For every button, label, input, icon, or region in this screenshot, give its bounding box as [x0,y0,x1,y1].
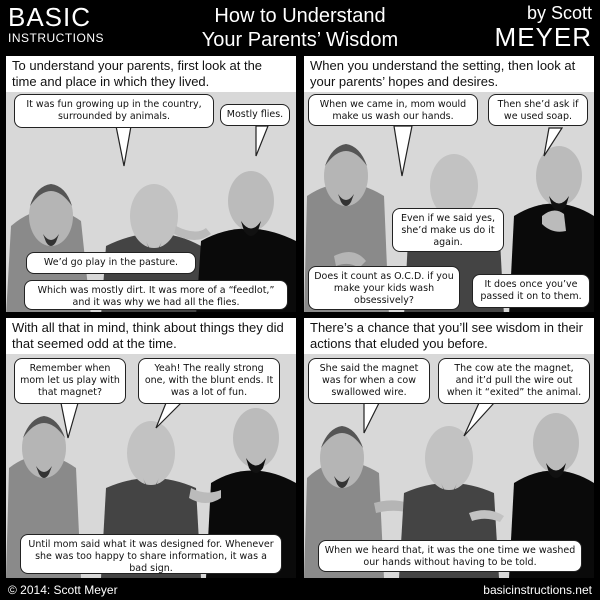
panel-1-bubble-4: Which was mostly dirt. It was more of a … [24,280,288,310]
byline-by: by Scott [526,3,592,23]
author-byline: by Scott MEYER [495,4,592,50]
panel-4-caption: There’s a chance that you’ll see wisdom … [304,318,594,354]
panel-2-bubble-4: Does it count as O.C.D. if you make your… [308,266,460,310]
byline-author: MEYER [494,22,592,52]
comic-panel-4: There’s a chance that you’ll see wisdom … [304,318,594,578]
panel-3-caption: With all that in mind, think about thing… [6,318,296,354]
panel-4-bubble-3: When we heard that, it was the one time … [318,540,582,572]
copyright-text: © 2014: Scott Meyer [8,583,118,597]
comic-panel-2: When you understand the setting, then lo… [304,56,594,312]
panel-3-bubble-2: Yeah! The really strong one, with the bl… [138,358,280,404]
panel-1-caption: To understand your parents, first look a… [6,56,296,92]
panel-2-bubble-1: When we came in, mom would make us wash … [308,94,478,126]
comic-panel-3: With all that in mind, think about thing… [6,318,296,578]
panel-4-illustration [304,402,594,578]
panel-2-bubble-5: It does once you’ve passed it on to them… [472,274,590,308]
panel-2-bubble-3: Even if we said yes, she’d make us do it… [392,208,504,252]
panel-3-bubble-3: Until mom said what it was designed for.… [20,534,282,574]
panel-1-bubble-1: It was fun growing up in the country, su… [14,94,214,128]
title-line-1: How to Understand [214,5,386,27]
comic-header: BASIC INSTRUCTIONS How to Understand You… [0,0,600,54]
comic-title: How to Understand Your Parents’ Wisdom [150,4,450,52]
panel-3-bubble-1: Remember when mom let us play with that … [14,358,126,404]
panel-4-bubble-1: She said the magnet was for when a cow s… [308,358,430,404]
brand-logo: BASIC INSTRUCTIONS [8,4,104,44]
panel-4-bubble-2: The cow ate the magnet, and it’d pull th… [438,358,590,404]
brand-line-1: BASIC [8,2,92,32]
panel-2-bubble-2: Then she’d ask if we used soap. [488,94,588,126]
site-link[interactable]: basicinstructions.net [483,583,592,597]
comic-footer: © 2014: Scott Meyer basicinstructions.ne… [0,580,600,600]
comic-panel-1: To understand your parents, first look a… [6,56,296,312]
title-line-2: Your Parents’ Wisdom [201,29,399,51]
panel-1-bubble-3: We’d go play in the pasture. [26,252,196,274]
panel-1-bubble-2: Mostly flies. [220,104,290,126]
brand-line-2: INSTRUCTIONS [8,31,104,45]
panel-2-caption: When you understand the setting, then lo… [304,56,594,92]
